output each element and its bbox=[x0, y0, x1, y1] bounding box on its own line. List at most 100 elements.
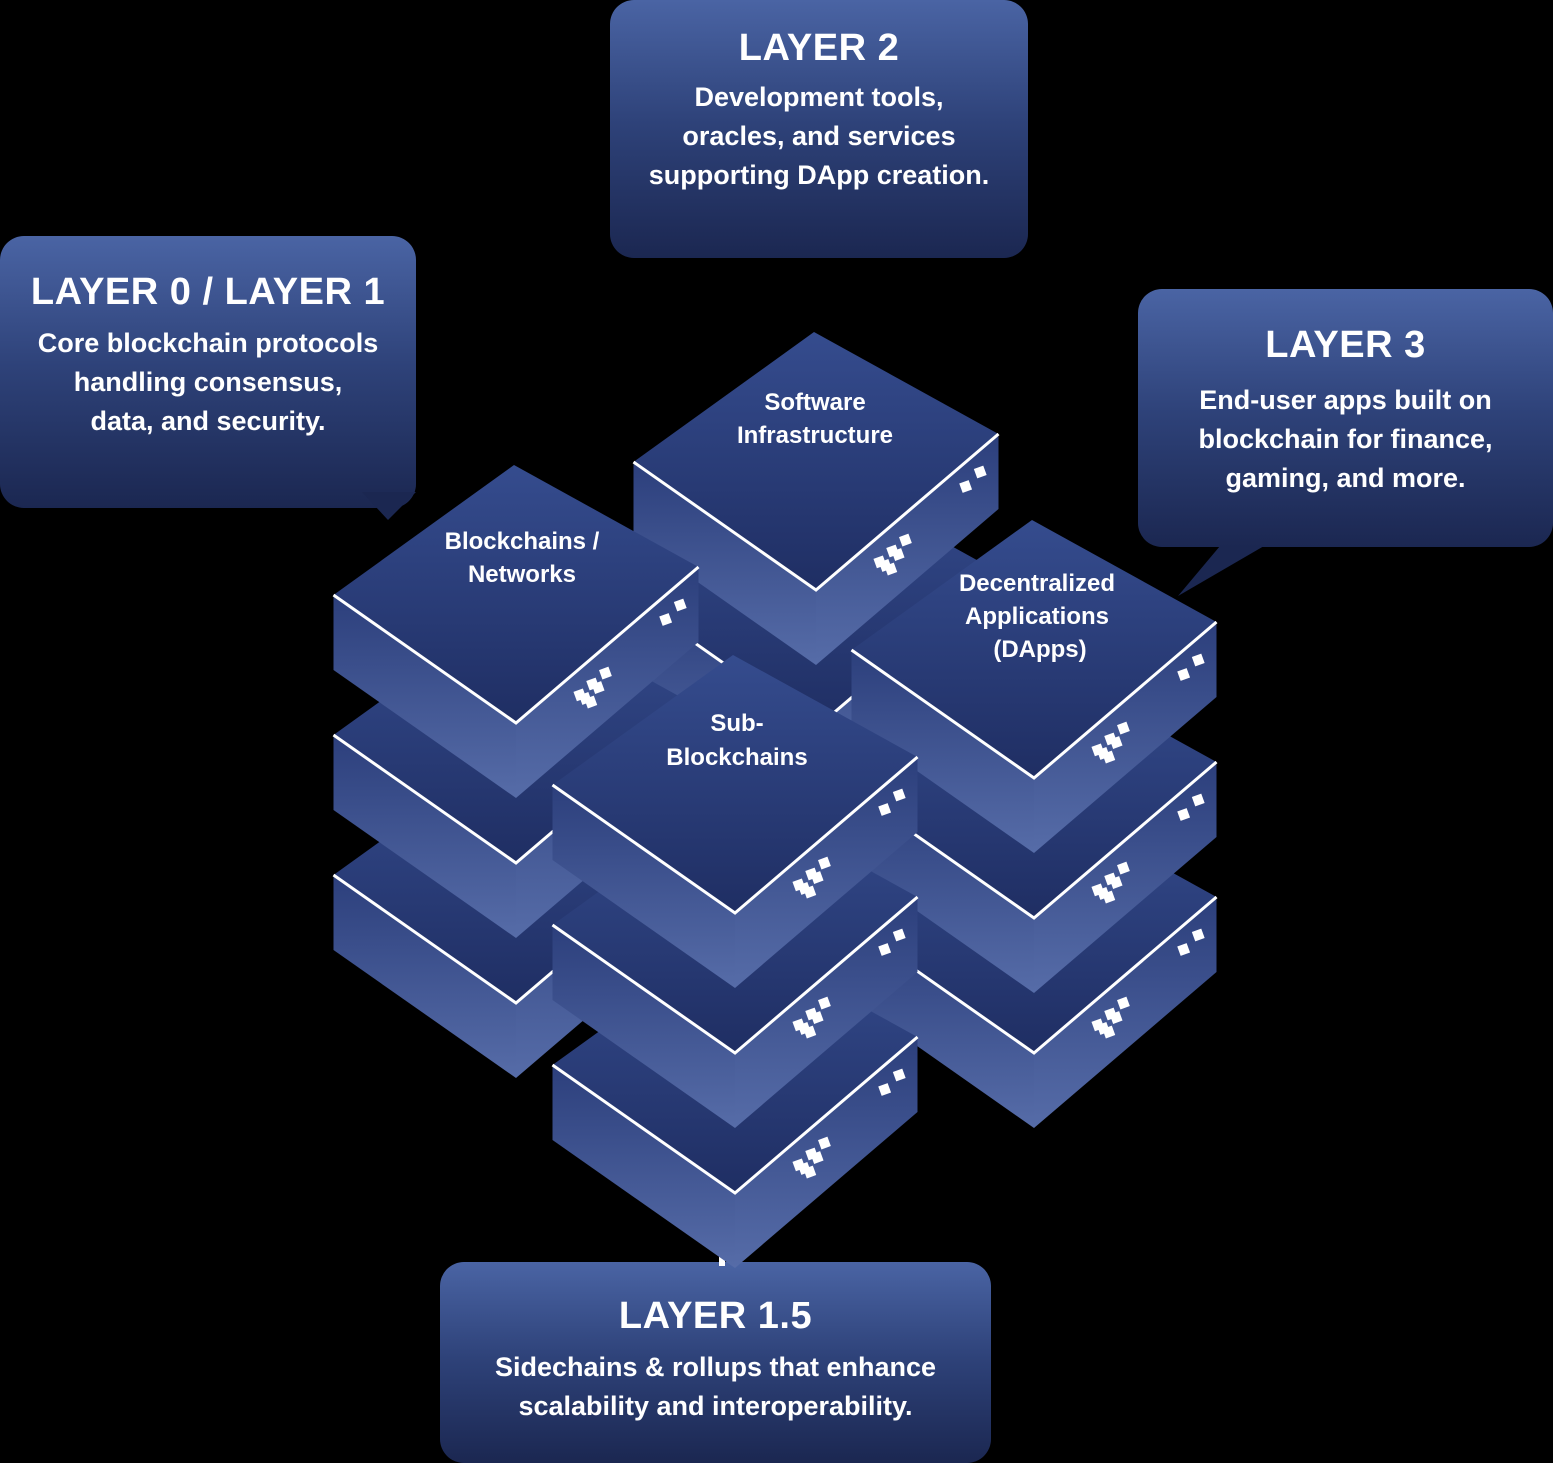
block-edge bbox=[551, 755, 919, 915]
status-light-icon bbox=[899, 533, 912, 547]
callout-pointer-layer-3 bbox=[1178, 546, 1264, 596]
status-light-icon bbox=[878, 803, 892, 816]
callout-line: Sidechains & rollups that enhance bbox=[494, 1352, 937, 1382]
status-light-icon bbox=[884, 562, 898, 576]
block-side-right bbox=[816, 434, 999, 665]
callout-title: LAYER 2 bbox=[738, 27, 900, 69]
callout-title: LAYER 3 bbox=[1265, 324, 1426, 366]
callout-line: Core blockchain protocols bbox=[37, 328, 379, 358]
status-light-icon bbox=[1177, 808, 1191, 821]
stack-label-sub: Blockchains bbox=[666, 744, 807, 771]
status-light-icon bbox=[803, 1025, 817, 1039]
block-side-left bbox=[333, 875, 516, 1078]
stack-label-dapps: Applications bbox=[965, 603, 1109, 630]
stack-label-sub: Sub- bbox=[710, 710, 763, 737]
status-light-icon bbox=[659, 613, 673, 626]
stack-label-dapps: (DApps) bbox=[993, 636, 1086, 663]
callout-description: Core blockchain protocols handling conse… bbox=[0, 324, 416, 441]
block-side-left bbox=[552, 925, 735, 1128]
callout-line: scalability and interoperability. bbox=[518, 1391, 913, 1421]
stack-label-blockchains: Blockchains / bbox=[445, 528, 600, 555]
block bbox=[332, 465, 700, 798]
stack-label-software: Infrastructure bbox=[737, 422, 893, 449]
block-edge bbox=[632, 432, 1000, 592]
status-light-icon bbox=[1177, 668, 1191, 681]
status-light-icon bbox=[591, 681, 605, 694]
block-edge bbox=[332, 565, 700, 725]
block-edge bbox=[551, 1035, 919, 1195]
block-side-right bbox=[1034, 622, 1217, 853]
status-light-icon bbox=[803, 885, 817, 899]
block-side-left bbox=[333, 595, 516, 798]
status-light-icon bbox=[818, 856, 831, 870]
stack-label-software: Software bbox=[764, 389, 865, 416]
block-side-left bbox=[633, 462, 816, 665]
callout-title: LAYER 1.5 bbox=[618, 1295, 813, 1337]
block-side-left bbox=[552, 785, 735, 988]
status-light-icon bbox=[1109, 736, 1123, 749]
callout-description: Development tools, oracles, and services… bbox=[610, 78, 1028, 195]
status-light-icon bbox=[1102, 890, 1116, 904]
block-side-left bbox=[851, 650, 1034, 853]
status-light-icon bbox=[878, 1083, 892, 1096]
callout-line: blockchain for finance, bbox=[1198, 424, 1493, 454]
status-light-icon bbox=[1191, 928, 1205, 942]
stack-decentralized-applications bbox=[850, 520, 1218, 1128]
callout-description: End-user apps built on blockchain for fi… bbox=[1138, 381, 1553, 498]
status-light-icon bbox=[810, 1151, 824, 1164]
status-light-icon bbox=[973, 465, 987, 479]
callout-layer-3: LAYER 3 End-user apps built on blockchai… bbox=[1138, 289, 1553, 547]
status-light-icon bbox=[891, 548, 905, 561]
status-light-icon bbox=[810, 871, 824, 884]
callout-layer-2: LAYER 2 Development tools, oracles, and … bbox=[610, 0, 1028, 258]
block bbox=[551, 655, 919, 988]
callout-line: End-user apps built on bbox=[1199, 385, 1492, 415]
status-light-icon bbox=[1177, 943, 1191, 956]
block-side-right bbox=[1034, 762, 1217, 993]
status-light-icon bbox=[584, 695, 598, 709]
block-side-right bbox=[735, 897, 918, 1128]
callout-line: oracles, and services bbox=[682, 121, 956, 151]
block-edge bbox=[551, 895, 919, 1055]
callout-layer-0-1: LAYER 0 / LAYER 1 Core blockchain protoc… bbox=[0, 236, 416, 508]
status-light-icon bbox=[1102, 750, 1116, 764]
status-light-icon bbox=[892, 928, 906, 942]
callout-line: handling consensus, bbox=[73, 367, 343, 397]
block-side-right bbox=[735, 1037, 918, 1268]
stack-sub-blockchains bbox=[551, 655, 919, 1268]
block-side-right bbox=[516, 567, 699, 798]
status-light-icon bbox=[892, 1068, 906, 1082]
stack-label-blockchains: Networks bbox=[468, 561, 576, 588]
status-light-icon bbox=[818, 1136, 831, 1150]
status-light-icon bbox=[878, 943, 892, 956]
callout-line: gaming, and more. bbox=[1225, 463, 1466, 493]
callout-line: supporting DApp creation. bbox=[648, 160, 990, 190]
status-light-icon bbox=[1117, 861, 1130, 875]
status-light-icon bbox=[959, 480, 973, 493]
status-light-icon bbox=[1109, 1011, 1123, 1024]
block-side-right bbox=[735, 757, 918, 988]
callout-line: Development tools, bbox=[694, 82, 944, 112]
block-side-right bbox=[1034, 897, 1217, 1128]
block bbox=[850, 520, 1218, 853]
callout-title: LAYER 0 / LAYER 1 bbox=[30, 271, 386, 313]
status-light-icon bbox=[1117, 996, 1130, 1010]
status-light-icon bbox=[1102, 1025, 1116, 1039]
status-light-icon bbox=[818, 996, 831, 1010]
callout-description: Sidechains & rollups that enhance scalab… bbox=[440, 1348, 991, 1426]
block-side-left bbox=[333, 735, 516, 938]
block bbox=[632, 332, 1000, 665]
status-light-icon bbox=[1109, 876, 1123, 889]
block-side-left bbox=[552, 1065, 735, 1268]
status-light-icon bbox=[599, 666, 612, 680]
status-light-icon bbox=[892, 788, 906, 802]
status-light-icon bbox=[1191, 793, 1205, 807]
callout-pointer-layer-0-1 bbox=[362, 492, 416, 520]
status-light-icon bbox=[673, 598, 687, 612]
stack-label-dapps: Decentralized bbox=[959, 570, 1115, 597]
block-edge bbox=[850, 620, 1218, 780]
status-light-icon bbox=[810, 1011, 824, 1024]
status-light-icon bbox=[1191, 653, 1205, 667]
